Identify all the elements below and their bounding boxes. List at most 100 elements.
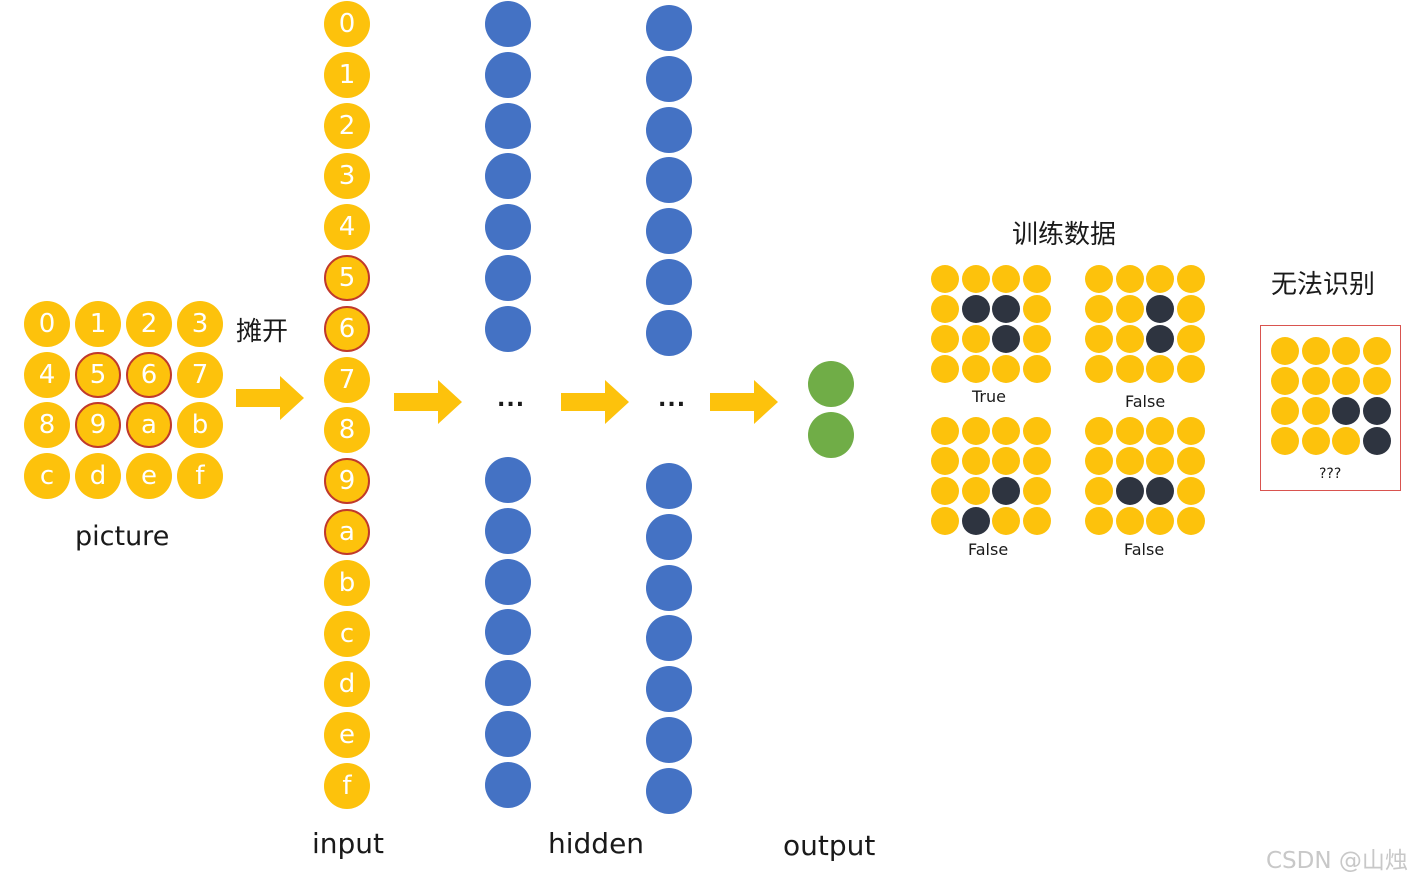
flatten-label: 摊开	[236, 317, 289, 347]
picture-cell-5: 5	[75, 351, 121, 398]
input-node-a: a	[324, 509, 370, 555]
output-node-2	[808, 412, 854, 458]
picture-cell-2: 2	[126, 301, 172, 347]
input-node-f: f	[324, 763, 370, 809]
hidden-1-node-bottom-5	[485, 660, 531, 707]
watermark: CSDN @山烛	[1266, 848, 1408, 874]
picture-cell-6: 6	[126, 351, 172, 398]
training-2-cell-3-3	[1176, 355, 1205, 383]
hidden-2-node-top-6	[646, 259, 692, 305]
hidden-ellipsis-2: ...	[658, 387, 687, 412]
training-3-cell-0-0	[931, 417, 959, 445]
input-node-3: 3	[324, 153, 370, 200]
training-1-cell-1-1	[961, 295, 990, 323]
input-node-e: e	[324, 712, 370, 759]
hidden-2-node-bottom-4	[646, 615, 692, 662]
unrecognized-cell-3-0	[1271, 427, 1299, 455]
training-2-cell-2-0	[1085, 325, 1113, 353]
hidden-1-node-bottom-3	[485, 558, 531, 605]
training-1-cell-0-2	[992, 265, 1020, 293]
hidden-1-node-bottom-1	[485, 457, 531, 503]
hidden-2-node-top-2	[646, 55, 692, 102]
training-3-cell-2-1	[961, 477, 990, 505]
training-2-cell-1-0	[1085, 295, 1113, 323]
hidden-to-hidden-arrow	[561, 380, 629, 424]
training-2-cell-1-1	[1115, 295, 1144, 323]
training-2-cell-0-0	[1085, 265, 1113, 293]
training-3-cell-2-3	[1022, 477, 1051, 505]
hidden-ellipsis-1: ...	[497, 387, 526, 412]
training-3-cell-0-3	[1022, 417, 1051, 445]
training-sample-label-3: False	[968, 540, 1009, 559]
training-4-cell-3-3	[1176, 507, 1205, 535]
training-4-cell-1-2	[1146, 447, 1174, 475]
training-3-cell-1-1	[961, 447, 990, 475]
unrecognized-title: 无法识别	[1271, 270, 1376, 300]
input-node-5: 5	[324, 255, 370, 301]
hidden-1-node-top-2	[485, 51, 531, 98]
unrecognized-cell-1-2	[1332, 367, 1360, 395]
input-node-7: 7	[324, 356, 370, 403]
training-sample-label-2: False	[1125, 392, 1166, 411]
training-4-cell-0-3	[1176, 417, 1205, 445]
picture-cell-1: 1	[75, 301, 121, 347]
picture-cell-e: e	[126, 452, 172, 499]
training-sample-label-1: True	[972, 387, 1006, 406]
training-3-cell-0-2	[992, 417, 1020, 445]
training-2-cell-0-1	[1115, 265, 1144, 293]
training-1-cell-3-0	[931, 355, 959, 383]
training-4-cell-3-1	[1115, 507, 1144, 535]
output-node-1	[808, 361, 854, 407]
input-node-2: 2	[324, 102, 370, 149]
training-4-cell-3-0	[1085, 507, 1113, 535]
training-1-cell-3-3	[1022, 355, 1051, 383]
picture-label: picture	[75, 521, 170, 552]
flatten-arrow	[236, 376, 304, 420]
hidden-label: hidden	[548, 827, 645, 860]
training-4-cell-1-3	[1176, 447, 1205, 475]
unrecognized-cell-2-1	[1301, 397, 1330, 425]
unrecognized-cell-0-1	[1301, 337, 1330, 365]
picture-cell-b: b	[177, 402, 223, 448]
hidden-1-node-top-3	[485, 102, 531, 149]
hidden-1-node-bottom-6	[485, 711, 531, 757]
unrecognized-cell-1-0	[1271, 367, 1299, 395]
training-4-cell-2-0	[1085, 477, 1113, 505]
training-2-cell-2-2	[1146, 325, 1174, 353]
unrecognized-cell-3-3	[1362, 427, 1391, 455]
input-node-c: c	[324, 610, 370, 657]
unrecognized-cell-3-2	[1332, 427, 1360, 455]
training-2-cell-3-1	[1115, 355, 1144, 383]
unrecognized-label: ???	[1319, 466, 1342, 482]
picture-cell-7: 7	[177, 351, 223, 398]
training-2-cell-0-3	[1176, 265, 1205, 293]
training-3-cell-1-2	[992, 447, 1020, 475]
training-4-cell-2-2	[1146, 477, 1174, 505]
training-4-cell-0-2	[1146, 417, 1174, 445]
input-node-6: 6	[324, 305, 370, 352]
input-node-1: 1	[324, 51, 370, 98]
hidden-2-node-bottom-6	[646, 717, 692, 763]
hidden-2-node-top-5	[646, 208, 692, 255]
training-3-cell-2-0	[931, 477, 959, 505]
unrecognized-cell-3-1	[1301, 427, 1330, 455]
unrecognized-box	[1260, 325, 1401, 491]
training-2-cell-1-2	[1146, 295, 1174, 323]
input-label: input	[312, 827, 385, 860]
training-1-cell-2-0	[931, 325, 959, 353]
hidden-1-node-top-5	[485, 204, 531, 251]
unrecognized-cell-2-3	[1362, 397, 1391, 425]
training-1-cell-1-0	[931, 295, 959, 323]
training-1-cell-0-3	[1022, 265, 1051, 293]
training-1-cell-1-2	[992, 295, 1020, 323]
training-4-cell-0-0	[1085, 417, 1113, 445]
output-label: output	[783, 829, 876, 862]
input-node-9: 9	[324, 458, 370, 505]
picture-cell-9: 9	[75, 402, 121, 448]
training-3-cell-0-1	[961, 417, 990, 445]
training-3-cell-3-1	[961, 507, 990, 535]
training-1-cell-1-3	[1022, 295, 1051, 323]
unrecognized-cell-1-1	[1301, 367, 1330, 395]
hidden-1-node-top-7	[485, 305, 531, 352]
unrecognized-cell-0-0	[1271, 337, 1299, 365]
